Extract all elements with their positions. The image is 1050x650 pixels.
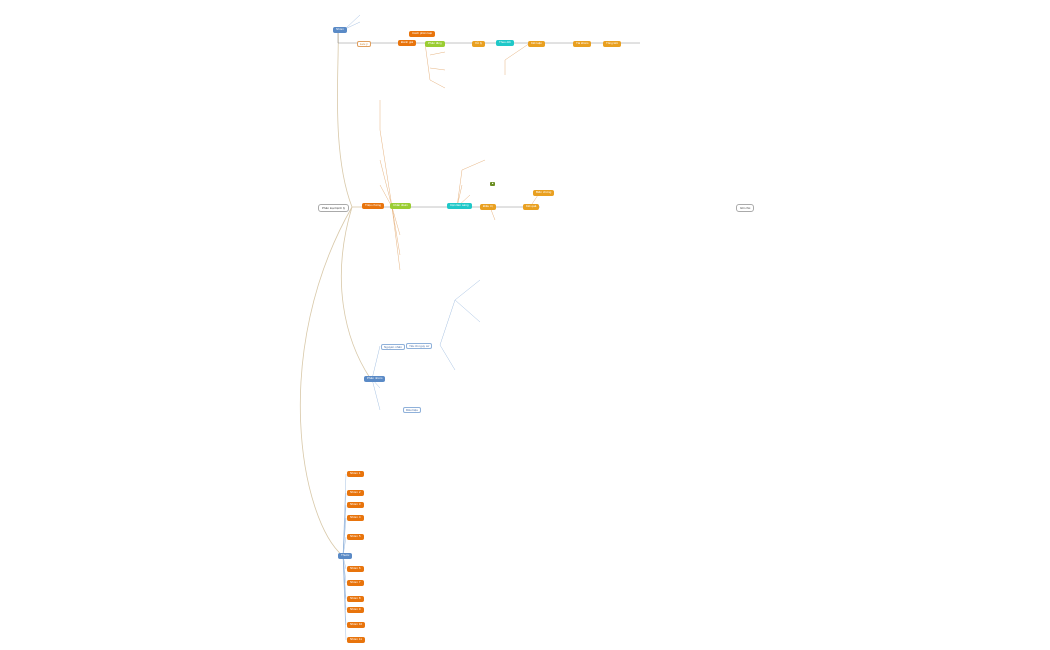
bottom-group-8[interactable]: Nhóm 9 [347,607,364,613]
lower-sub3-node[interactable]: Dấu hiệu [403,407,422,413]
middle-gold-a[interactable]: Điều trị [480,204,496,210]
chain-node-6[interactable]: Tổng kết [603,41,621,47]
bottom-group-4[interactable]: Nhóm 5 [347,534,364,540]
bottom-group-1[interactable]: Nhóm 2 [347,490,364,496]
middle-sub-node[interactable]: Chẩn đoán [390,203,411,209]
bottom-group-5[interactable]: Nhóm 6 [347,566,364,572]
lower-main-node[interactable]: Phân nhóm [364,376,386,382]
middle-main-node[interactable]: Triệu chứng [362,203,385,209]
lower-sub-node[interactable]: Nguyên nhân [381,344,405,350]
bottom-group-7[interactable]: Nhóm 8 [347,596,364,602]
bottom-group-2[interactable]: Nhóm 3 [347,502,364,508]
middle-teal-node[interactable]: Cận lâm sàng [447,203,472,209]
bottom-main-node[interactable]: Thuốc [338,553,353,559]
chain-node-5[interactable]: Tái khám [573,41,592,47]
chain-node-2[interactable]: Xử lý [472,41,486,47]
top-root-node[interactable]: Nhóm [333,27,348,33]
chain-node-3[interactable]: Theo dõi [496,40,514,46]
central-topic[interactable]: Phân loại bệnh lý [318,204,350,212]
top-header-node[interactable]: Lưu ý [357,41,371,47]
highlight-tag: ■ [490,182,496,186]
floating-note-node[interactable]: Ghi chú [736,204,755,212]
top-ribbon-node[interactable]: Cách phân loại [409,31,436,37]
middle-gold-c[interactable]: Biến chứng [533,190,555,196]
bottom-group-9[interactable]: Nhóm 10 [347,622,366,628]
bottom-group-10[interactable]: Nhóm 11 [347,637,365,643]
bottom-group-3[interactable]: Nhóm 4 [347,515,364,521]
middle-gold-b[interactable]: Kết quả [523,204,540,210]
lower-sub2-node[interactable]: Yếu tố nguy cơ [406,343,433,349]
bottom-group-6[interactable]: Nhóm 7 [347,580,364,586]
chain-node-1[interactable]: Phân tầng [425,41,445,47]
chain-node-0[interactable]: Đánh giá [398,40,417,46]
chain-node-4[interactable]: Kết luận [528,41,546,47]
bottom-group-0[interactable]: Nhóm 1 [347,471,364,477]
